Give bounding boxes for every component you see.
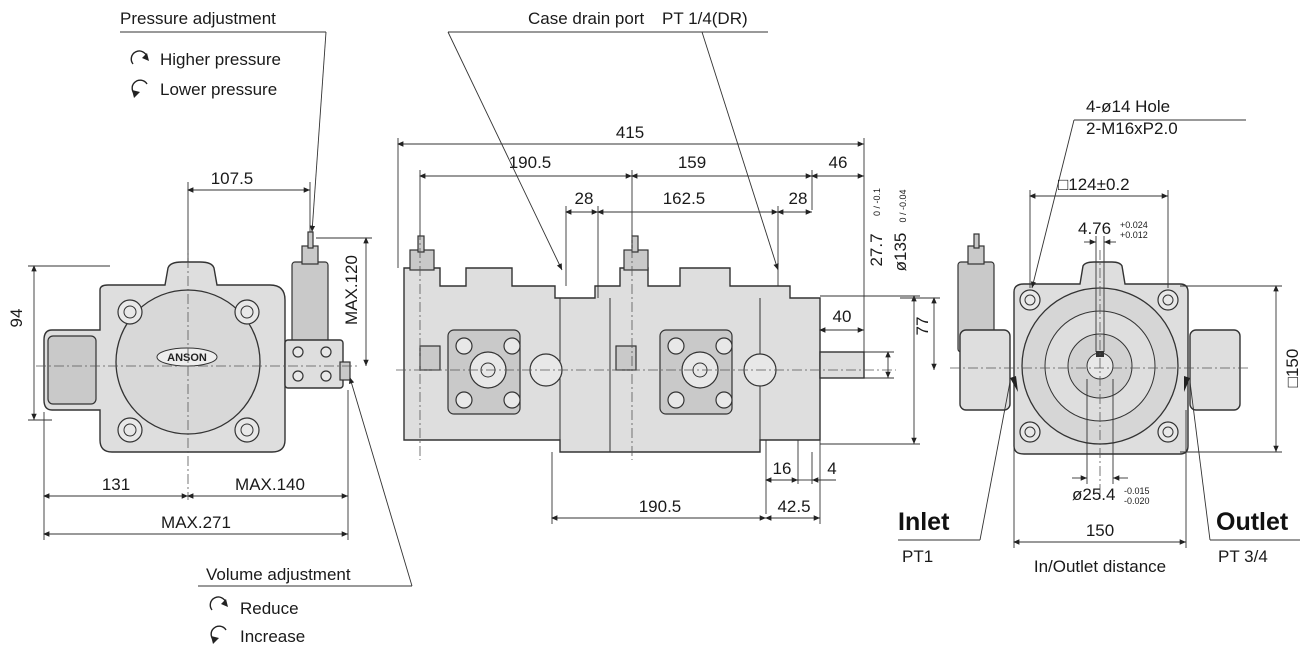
dim-25-4-tol-up: -0.015 — [1124, 486, 1150, 496]
dim-415: 415 — [616, 123, 644, 142]
reduce-label: Reduce — [240, 599, 299, 618]
clockwise-arrow-icon — [130, 50, 148, 65]
dim-77: 77 — [913, 317, 932, 336]
front-view: ANSON — [36, 231, 360, 500]
clockwise-arrow-icon — [209, 596, 227, 611]
dim-25-4: ø25.4 — [1072, 485, 1115, 504]
case-drain-label: Case drain port — [528, 9, 645, 28]
case-drain-callout: Case drain port PT 1/4(DR) — [447, 9, 779, 271]
dim-4-76-tol-dn: +0.012 — [1120, 230, 1148, 240]
front-bolt-hole — [117, 417, 143, 443]
end-view — [950, 233, 1250, 500]
dim-190-5-top: 190.5 — [509, 153, 552, 172]
case-drain-thread: PT 1/4(DR) — [662, 9, 748, 28]
brand-logo: ANSON — [167, 352, 207, 364]
dim-16: 16 — [773, 459, 792, 478]
pressure-adjustment-callout: Pressure adjustment Higher pressure Lowe… — [120, 9, 327, 233]
pressure-adjustment-title: Pressure adjustment — [120, 9, 276, 28]
higher-pressure-label: Higher pressure — [160, 50, 281, 69]
dim-4-76: 4.76 — [1078, 219, 1111, 238]
end-inlet-boss — [959, 329, 1011, 411]
end-view-dimensions: 4-ø14 Hole 2-M16xP2.0 □124±0.2 4.76 +0.0… — [898, 97, 1302, 576]
inlet-size: PT1 — [902, 547, 933, 566]
dim-27-7: 27.7 — [867, 233, 886, 266]
dim-159: 159 — [678, 153, 706, 172]
dim-40: 40 — [833, 307, 852, 326]
inlet-label: Inlet — [898, 508, 950, 536]
side-view-dimensions: 415 190.5 159 46 28 162.5 28 27.7 0 / -0… — [397, 123, 940, 524]
dim-max-120: MAX.120 — [342, 255, 361, 325]
dim-28-right: 28 — [789, 189, 808, 208]
front-view-dimensions: 107.5 94 MAX.120 131 MAX.140 MAX.271 — [7, 169, 372, 540]
outlet-label: Outlet — [1216, 508, 1289, 536]
dim-square-124: □124±0.2 — [1058, 175, 1130, 194]
dim-max-140: MAX.140 — [235, 475, 305, 494]
lower-pressure-label: Lower pressure — [160, 80, 277, 99]
dim-162-5: 162.5 — [663, 189, 706, 208]
volume-adjustment-title: Volume adjustment — [206, 565, 351, 584]
dim-4-76-tol-up: +0.024 — [1120, 220, 1148, 230]
dim-94: 94 — [7, 309, 26, 328]
dim-28-left: 28 — [575, 189, 594, 208]
outlet-size: PT 3/4 — [1218, 547, 1268, 566]
dim-4: 4 — [827, 459, 836, 478]
side-view — [396, 230, 896, 460]
dim-square-150: □150 — [1283, 349, 1302, 388]
volume-adjustment-callout: Volume adjustment Reduce Increase — [198, 377, 413, 646]
dim-46: 46 — [829, 153, 848, 172]
dim-42-5: 42.5 — [777, 497, 810, 516]
dim-25-4-tol-dn: -0.020 — [1124, 496, 1150, 506]
thread-spec: 2-M16xP2.0 — [1086, 119, 1178, 138]
hole-spec: 4-ø14 Hole — [1086, 97, 1170, 116]
front-bolt-hole — [234, 299, 260, 325]
dim-131: 131 — [102, 475, 130, 494]
side-drive-shaft — [819, 351, 865, 379]
front-pressure-adjuster — [291, 261, 329, 353]
front-volume-adjuster — [339, 361, 351, 381]
front-inlet-boss — [47, 335, 97, 405]
dim-135-tolerance: 0 / -0.04 — [898, 189, 908, 222]
inout-distance-label: In/Outlet distance — [1034, 557, 1166, 576]
increase-label: Increase — [240, 627, 305, 646]
dim-135: ø135 — [891, 233, 910, 272]
front-bolt-hole — [117, 299, 143, 325]
end-outlet-boss — [1189, 329, 1241, 411]
dim-27-7-tolerance: 0 / -0.1 — [872, 188, 882, 216]
dim-190-5-bottom: 190.5 — [639, 497, 682, 516]
dim-107-5: 107.5 — [211, 169, 254, 188]
front-compensator-block — [284, 339, 344, 389]
dim-max-271: MAX.271 — [161, 513, 231, 532]
dim-150: 150 — [1086, 521, 1114, 540]
front-bolt-hole — [234, 417, 260, 443]
